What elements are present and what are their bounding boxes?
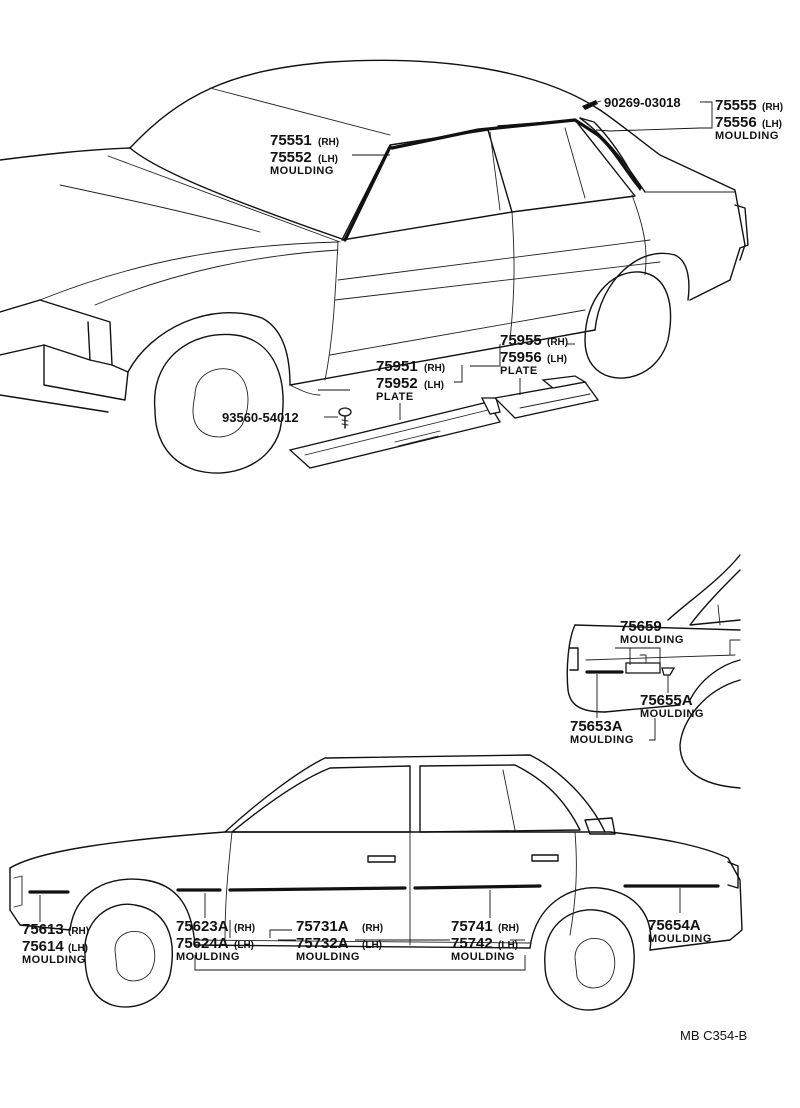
- rear-door-moulding-rh-label: 75741: [451, 918, 493, 935]
- rear-door-moulding-part: [413, 884, 542, 890]
- rear-door-moulding-lh-suffix: (LH): [498, 940, 518, 951]
- front-plate-rh-suffix: (RH): [424, 363, 445, 374]
- windshield-moulding-part: [343, 145, 392, 242]
- back-l-moulding-name: MOULDING: [570, 734, 634, 746]
- cowl-moulding-lh-suffix: (LH): [234, 940, 254, 951]
- roof-moulding-lh-label: 75556: [715, 114, 757, 131]
- clip-label: 90269-03018: [604, 95, 681, 110]
- cowl-moulding-name: MOULDING: [176, 951, 240, 963]
- front-door-moulding-lh-label: 75732A: [296, 935, 349, 952]
- screw-part: [338, 407, 352, 429]
- front-plate-name: PLATE: [376, 391, 414, 403]
- quarter-moulding-name: MOULDING: [648, 933, 712, 945]
- back-l-moulding-label: 75653A: [570, 718, 623, 735]
- windshield-moulding-rh-label: 75551: [270, 132, 312, 149]
- roof-moulding-lh-suffix: (LH): [762, 119, 782, 130]
- quarter-moulding-label: 75654A: [648, 917, 701, 934]
- back-moulding-name: MOULDING: [620, 634, 684, 646]
- rear-door-moulding-name: MOULDING: [451, 951, 515, 963]
- front-plate-rh-label: 75951: [376, 358, 418, 375]
- rear-door-moulding-lh-label: 75742: [451, 935, 493, 952]
- windshield-moulding-lh-label: 75552: [270, 149, 312, 166]
- rear-plate-rh-suffix: (RH): [547, 337, 568, 348]
- roof-moulding-rh-label: 75555: [715, 97, 757, 114]
- cowl-moulding-rh-suffix: (RH): [234, 923, 255, 934]
- front-door-moulding-rh-suffix: (RH): [362, 923, 383, 934]
- rear-plate-lh-suffix: (LH): [547, 354, 567, 365]
- rear-detail-inset: [566, 554, 741, 789]
- top-car-illustration: [0, 59, 749, 474]
- front-plate-lh-label: 75952: [376, 375, 418, 392]
- fender-moulding-rh-label: 75613: [22, 921, 64, 938]
- roof-drip-moulding-part: [390, 118, 642, 190]
- windshield-moulding-rh-suffix: (RH): [318, 137, 339, 148]
- figure-code: MB C354-B: [680, 1028, 747, 1043]
- roof-moulding-name: MOULDING: [715, 130, 779, 142]
- front-scuff-plate-part: [288, 397, 502, 469]
- rear-plate-name: PLATE: [500, 365, 538, 377]
- clip-part: [582, 100, 598, 110]
- fender-moulding-lh-label: 75614: [22, 938, 64, 955]
- fender-moulding-rh-suffix: (RH): [68, 926, 89, 937]
- rear-door-moulding-rh-suffix: (RH): [498, 923, 519, 934]
- back-r-moulding-name: MOULDING: [640, 708, 704, 720]
- fender-moulding-lh-suffix: (LH): [68, 943, 88, 954]
- roof-moulding-rh-suffix: (RH): [762, 102, 783, 113]
- windshield-moulding-name: MOULDING: [270, 165, 334, 177]
- front-door-moulding-rh-label: 75731A: [296, 918, 349, 935]
- front-door-moulding-lh-suffix: (LH): [362, 940, 382, 951]
- rear-plate-lh-label: 75956: [500, 349, 542, 366]
- bottom-car-illustration: [9, 754, 743, 1011]
- screw-label: 93560-54012: [222, 410, 299, 425]
- back-r-moulding-label: 75655A: [640, 692, 693, 709]
- rear-plate-rh-label: 75955: [500, 332, 542, 349]
- front-door-moulding-name: MOULDING: [296, 951, 360, 963]
- cowl-moulding-rh-label: 75623A: [176, 918, 229, 935]
- front-door-moulding-part: [228, 886, 407, 892]
- front-plate-lh-suffix: (LH): [424, 380, 444, 391]
- windshield-moulding-lh-suffix: (LH): [318, 154, 338, 165]
- back-moulding-label: 75659: [620, 618, 662, 635]
- cowl-moulding-lh-label: 75624A: [176, 935, 229, 952]
- fender-moulding-name: MOULDING: [22, 954, 86, 966]
- rear-scuff-plate-part: [493, 375, 600, 419]
